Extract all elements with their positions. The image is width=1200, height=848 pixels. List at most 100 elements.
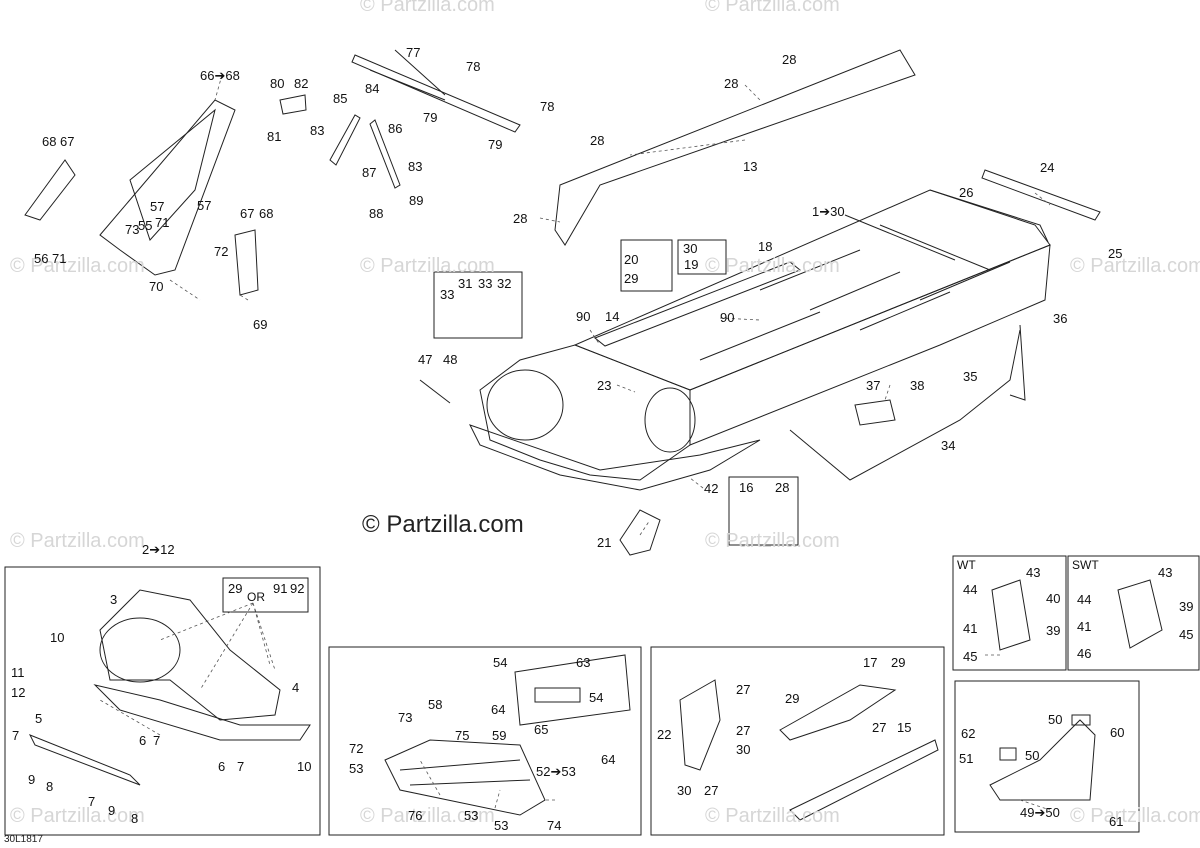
callout[interactable]: 83 [408, 159, 423, 174]
callout[interactable]: 53 [464, 808, 479, 823]
callout[interactable]: 68 [42, 134, 57, 149]
callout[interactable]: 26 [959, 185, 974, 200]
callout[interactable]: 28 [724, 76, 739, 91]
callout[interactable]: 29 [624, 271, 639, 286]
callout[interactable]: 9 [108, 803, 116, 818]
callout[interactable]: 20 [624, 252, 639, 267]
callout[interactable]: 86 [388, 121, 403, 136]
callout[interactable]: 90 [720, 310, 735, 325]
callout[interactable]: 60 [1110, 725, 1125, 740]
callout[interactable]: 6 [218, 759, 226, 774]
callout[interactable]: 10 [297, 759, 312, 774]
callout[interactable]: 67 [60, 134, 75, 149]
callout[interactable]: 82 [294, 76, 309, 91]
callout[interactable]: 28 [590, 133, 605, 148]
callout[interactable]: 43 [1158, 565, 1173, 580]
callout[interactable]: 64 [491, 702, 506, 717]
callout[interactable]: 25 [1108, 246, 1123, 261]
callout[interactable]: 27 [736, 682, 751, 697]
callout[interactable]: 19 [684, 257, 699, 272]
callout[interactable]: 44 [1077, 592, 1092, 607]
callout[interactable]: 75 [455, 728, 470, 743]
callout[interactable]: 23 [597, 378, 612, 393]
callout[interactable]: 2➔12 [142, 542, 175, 557]
callout[interactable]: 32 [497, 276, 512, 291]
callout[interactable]: 21 [597, 535, 612, 550]
callout[interactable]: 28 [775, 480, 790, 495]
callout[interactable]: 39 [1046, 623, 1061, 638]
callout[interactable]: 29 [785, 691, 800, 706]
callout[interactable]: 3 [110, 592, 118, 607]
callout[interactable]: 29 [228, 581, 243, 596]
callout[interactable]: 44 [963, 582, 978, 597]
callout[interactable]: 83 [310, 123, 325, 138]
callout[interactable]: 41 [1077, 619, 1092, 634]
callout[interactable]: 13 [743, 159, 758, 174]
callout[interactable]: 71 [52, 251, 67, 266]
callout[interactable]: 59 [492, 728, 507, 743]
callout[interactable]: 40 [1046, 591, 1061, 606]
callout[interactable]: 78 [540, 99, 555, 114]
callout[interactable]: 53 [494, 818, 509, 833]
callout[interactable]: 54 [589, 690, 604, 705]
callout[interactable]: 46 [1077, 646, 1092, 661]
callout[interactable]: 45 [1179, 627, 1194, 642]
callout[interactable]: 17 [863, 655, 878, 670]
callout[interactable]: 36 [1053, 311, 1068, 326]
callout[interactable]: 42 [704, 481, 719, 496]
callout[interactable]: 41 [963, 621, 978, 636]
callout[interactable]: 72 [214, 244, 229, 259]
callout[interactable]: 53 [349, 761, 364, 776]
callout[interactable]: 91 [273, 581, 288, 596]
callout[interactable]: 7 [88, 794, 96, 809]
callout[interactable]: 90 [576, 309, 591, 324]
callout[interactable]: 68 [259, 206, 274, 221]
callout[interactable]: 74 [547, 818, 562, 833]
callout[interactable]: 27 [704, 783, 719, 798]
callout[interactable]: 69 [253, 317, 268, 332]
callout[interactable]: 55 [138, 218, 153, 233]
callout[interactable]: 6 [139, 733, 147, 748]
callout[interactable]: 47 [418, 352, 433, 367]
callout[interactable]: 71 [155, 215, 170, 230]
callout[interactable]: 1➔30 [812, 204, 845, 219]
callout[interactable]: 28 [513, 211, 528, 226]
callout[interactable]: 8 [131, 811, 139, 826]
callout[interactable]: 8 [46, 779, 54, 794]
callout[interactable]: 27 [736, 723, 751, 738]
callout[interactable]: 57 [197, 198, 212, 213]
callout[interactable]: 50 [1048, 712, 1063, 727]
callout[interactable]: 34 [941, 438, 956, 453]
callout[interactable]: 43 [1026, 565, 1041, 580]
callout[interactable]: 52➔53 [536, 764, 576, 779]
callout[interactable]: 77 [406, 45, 421, 60]
callout[interactable]: 30 [677, 783, 692, 798]
callout[interactable]: 92 [290, 581, 305, 596]
callout[interactable]: 27 [872, 720, 887, 735]
callout[interactable]: 12 [11, 685, 26, 700]
callout[interactable]: 57 [150, 199, 165, 214]
callout[interactable]: 78 [466, 59, 481, 74]
callout[interactable]: 79 [423, 110, 438, 125]
callout[interactable]: 76 [408, 808, 423, 823]
callout[interactable]: 73 [398, 710, 413, 725]
callout[interactable]: 87 [362, 165, 377, 180]
callout[interactable]: 14 [605, 309, 620, 324]
callout[interactable]: 10 [50, 630, 65, 645]
callout[interactable]: 11 [11, 665, 25, 680]
callout[interactable]: 33 [440, 287, 455, 302]
callout[interactable]: 33 [478, 276, 493, 291]
callout[interactable]: 39 [1179, 599, 1194, 614]
callout[interactable]: 72 [349, 741, 364, 756]
callout[interactable]: 22 [657, 727, 672, 742]
callout[interactable]: 80 [270, 76, 285, 91]
callout[interactable]: 28 [782, 52, 797, 67]
callout[interactable]: 88 [369, 206, 384, 221]
callout[interactable]: 58 [428, 697, 443, 712]
callout[interactable]: 61 [1109, 814, 1124, 829]
callout[interactable]: 70 [149, 279, 164, 294]
callout[interactable]: 73 [125, 222, 140, 237]
callout[interactable]: 16 [739, 480, 754, 495]
callout[interactable]: 56 [34, 251, 49, 266]
callout[interactable]: 31 [458, 276, 473, 291]
